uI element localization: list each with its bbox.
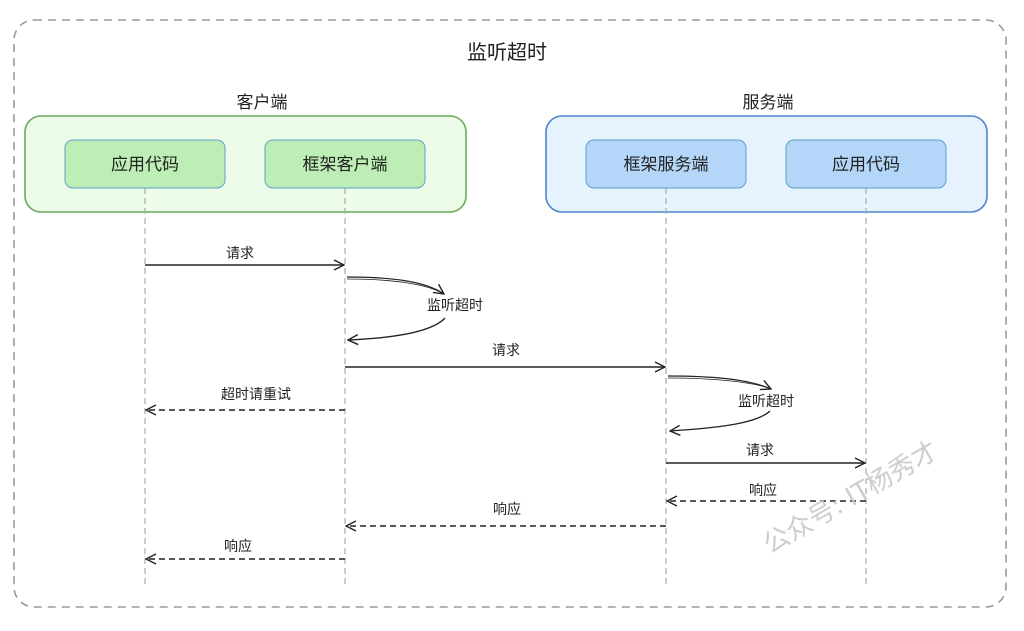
message-response-2-label: 响应 bbox=[493, 501, 521, 518]
client-group-label: 客户端 bbox=[237, 93, 288, 113]
message-response-1-label: 响应 bbox=[749, 482, 777, 499]
lifelines bbox=[144, 188, 867, 585]
diagram-title: 监听超时 bbox=[467, 40, 547, 64]
message-request-1-label: 请求 bbox=[226, 246, 254, 262]
participant-server-fw bbox=[585, 139, 747, 189]
participant-client-app-label: 应用代码 bbox=[111, 155, 179, 175]
self-loop-timeout-1-out bbox=[346, 276, 444, 294]
participant-server-app bbox=[785, 139, 947, 189]
participant-client-app bbox=[64, 139, 226, 189]
outer-frame bbox=[13, 19, 1007, 608]
server-group-label: 服务端 bbox=[743, 93, 794, 113]
watermark: 公众号: IT杨秀才 bbox=[758, 436, 943, 560]
self-loop-timeout-2-back bbox=[670, 410, 771, 431]
message-timeout-2-label: 监听超时 bbox=[738, 394, 794, 410]
message-retry-label: 超时请重试 bbox=[221, 387, 291, 403]
message-request-3-label: 请求 bbox=[746, 443, 774, 459]
message-timeout-1-label: 监听超时 bbox=[427, 298, 483, 314]
participant-server-fw-label: 框架服务端 bbox=[624, 155, 709, 175]
message-response-3-label: 响应 bbox=[224, 538, 252, 555]
self-loop-timeout-1-back bbox=[348, 317, 446, 340]
participant-client-fw-label: 框架客户端 bbox=[303, 155, 388, 175]
participant-client-fw bbox=[264, 139, 426, 189]
message-request-2-label: 请求 bbox=[492, 343, 520, 359]
participant-server-app-label: 应用代码 bbox=[832, 155, 900, 175]
